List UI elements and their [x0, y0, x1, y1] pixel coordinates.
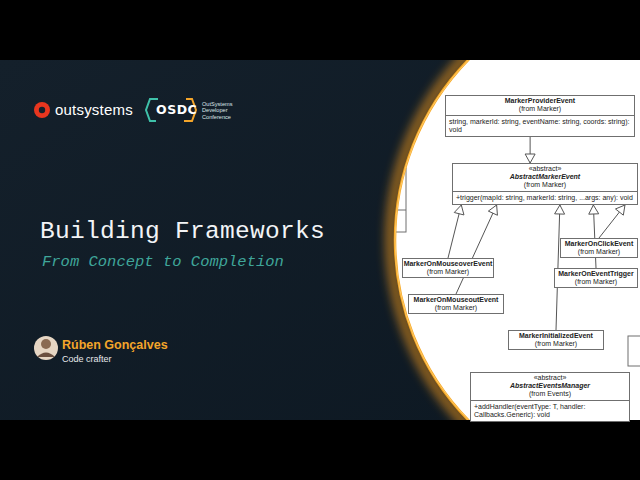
class-name: MarkerOnMouseoutEvent — [409, 296, 503, 304]
connector-line — [599, 205, 625, 238]
class-name: MarkerOnMouseoverEvent — [403, 260, 493, 268]
class-name: MarkerOnEventTrigger — [555, 270, 637, 278]
method-signature: +trigger(mapId: string, markerId: string… — [453, 191, 637, 203]
inheritance-head — [555, 205, 565, 214]
class-name: MarkerOnClickEvent — [561, 240, 637, 248]
class-box: «abstract»AbstractMarkerEvent(from Marke… — [452, 163, 638, 205]
logo-mark — [34, 102, 50, 118]
inheritance-head — [525, 154, 535, 163]
method-signature: +addHandler(eventType: T, handler: Callb… — [471, 400, 629, 420]
package-text: (from Events) — [471, 390, 629, 398]
class-box: MarkerOnEventTrigger(from Marker) — [554, 268, 638, 288]
generalization-arrow — [589, 205, 599, 268]
class-box: MarkerOnClickEvent(from Marker) — [560, 238, 638, 258]
package-text: (from Marker) — [403, 268, 493, 276]
class-name: MarkerProviderEvent — [446, 97, 634, 105]
package-text: (from Marker) — [409, 304, 503, 312]
stereotype-text: «abstract» — [453, 165, 637, 173]
partial-class-box — [370, 168, 406, 232]
class-name: MarkerInitializedEvent — [509, 332, 603, 340]
stereotype-text: «abstract» — [471, 374, 629, 382]
package-text: (from Marker) — [555, 278, 637, 286]
speaker-avatar-body — [37, 353, 55, 358]
slide-subtitle: From Concept to Completion — [42, 253, 284, 271]
package-text: (from Marker) — [446, 105, 634, 113]
class-name: AbstractMarkerEvent — [453, 173, 637, 181]
generalization-arrow — [599, 205, 625, 238]
inheritance-head — [589, 205, 599, 214]
partial-class-divider — [370, 210, 406, 211]
speaker-avatar — [34, 336, 58, 360]
package-text: (from Marker) — [509, 340, 603, 348]
brand-logo-text: outsystems — [55, 101, 133, 118]
inheritance-head — [454, 205, 464, 215]
class-box: «abstract»AbstractEventsManager(from Eve… — [470, 372, 630, 422]
speaker-role: Code crafter — [62, 354, 112, 364]
inheritance-head — [488, 205, 497, 215]
conference-badge: OSDC — [156, 102, 197, 117]
curve-glow — [391, 60, 640, 420]
package-text: (from Marker) — [561, 248, 637, 256]
diagram-panel — [395, 60, 640, 420]
class-box: MarkerOnMouseoverEvent(from Marker) — [402, 258, 494, 278]
speaker-avatar-head — [41, 339, 51, 349]
logo-mark-hole — [39, 107, 45, 113]
class-box: MarkerOnMouseoutEvent(from Marker) — [408, 294, 504, 314]
generalization-arrow — [456, 205, 497, 294]
method-signature: string, markerId: string, eventName: str… — [446, 115, 634, 135]
generalization-arrow — [525, 137, 535, 163]
package-text: (from Marker) — [453, 181, 637, 189]
conference-name: OutSystems Developer Conference — [202, 101, 240, 120]
connector-line — [456, 205, 497, 294]
partial-class-box — [628, 336, 640, 366]
class-box: MarkerProviderEvent(from Marker) string, … — [445, 95, 635, 137]
curve-highlight — [395, 60, 640, 420]
class-name: AbstractEventsManager — [471, 382, 629, 390]
generalization-arrow — [448, 205, 464, 258]
speaker-name: Rúben Gonçalves — [62, 338, 168, 352]
slide-title: Building Frameworks — [40, 218, 325, 245]
class-box: MarkerInitializedEvent(from Marker) — [508, 330, 604, 350]
curve-edge — [395, 60, 640, 420]
inheritance-head — [615, 205, 624, 215]
